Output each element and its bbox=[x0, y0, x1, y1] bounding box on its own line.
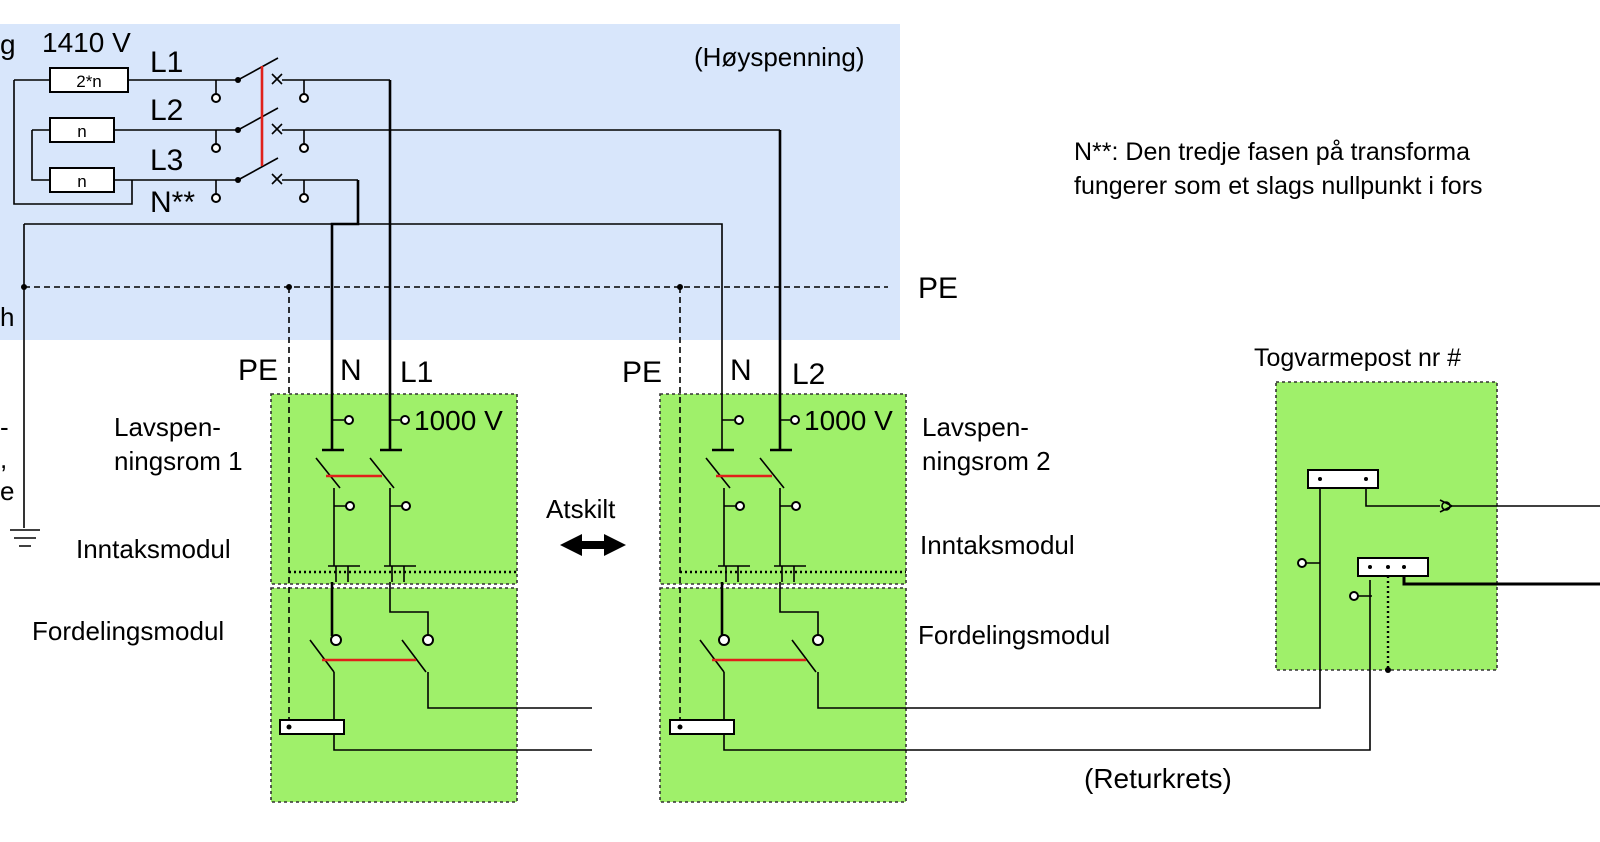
pe-bar-2 bbox=[669, 719, 735, 735]
train-heating-circuit bbox=[1297, 469, 1600, 673]
label-hv-voltage: 1410 V bbox=[42, 27, 131, 58]
label-left-e: e bbox=[0, 476, 14, 506]
label-l1-low: L1 bbox=[400, 356, 433, 389]
label-resistor-n-1: n bbox=[77, 122, 86, 141]
label-l2-low: L2 bbox=[792, 358, 825, 391]
label-phase-l1: L1 bbox=[150, 46, 183, 79]
label-resistor-n-2: n bbox=[77, 172, 86, 191]
note-line-2: fungerer som et slags nullpunkt i fors bbox=[1074, 172, 1483, 200]
label-room-2-line-2: ningsrom 2 bbox=[922, 446, 1051, 476]
label-top-left: g bbox=[0, 29, 16, 60]
room-1-circuit bbox=[279, 415, 592, 751]
label-pe-main: PE bbox=[918, 272, 958, 305]
label-1000v-2: 1000 V bbox=[804, 405, 893, 436]
label-train-heating-post: Togvarmepost nr # bbox=[1254, 344, 1461, 372]
resistor-2n bbox=[49, 67, 129, 93]
room-2-circuit bbox=[669, 415, 1371, 751]
label-intake-module-2: Inntaksmodul bbox=[920, 530, 1075, 560]
label-pe-1: PE bbox=[238, 354, 278, 387]
label-1000v-1: 1000 V bbox=[414, 405, 503, 436]
note-line-1: N**: Den tredje fasen på transforma bbox=[1074, 138, 1470, 166]
train-heating-post-box bbox=[1275, 381, 1498, 671]
label-distribution-module-1: Fordelingsmodul bbox=[32, 616, 224, 646]
hv-wiring bbox=[13, 57, 782, 528]
intake-module-2-box bbox=[659, 393, 907, 585]
distribution-module-1-box bbox=[270, 587, 518, 803]
label-n-star: N** bbox=[150, 186, 195, 219]
label-left-comma: , bbox=[0, 444, 7, 474]
label-distribution-module-2: Fordelingsmodul bbox=[918, 620, 1110, 650]
earth-symbol bbox=[10, 529, 40, 547]
label-high-voltage: (Høyspenning) bbox=[694, 42, 865, 72]
label-room-1-line-2: ningsrom 1 bbox=[114, 446, 243, 476]
heating-terminal-2 bbox=[1357, 557, 1429, 577]
heating-terminal-1 bbox=[1307, 469, 1379, 489]
label-resistor-2n: 2*n bbox=[76, 72, 102, 91]
label-n-1: N bbox=[340, 354, 362, 387]
label-pe-2: PE bbox=[622, 356, 662, 389]
label-room-2-line-1: Lavspen- bbox=[922, 412, 1029, 442]
label-separated: Atskilt bbox=[546, 494, 616, 524]
pe-line bbox=[21, 284, 888, 727]
intake-module-1-box bbox=[270, 393, 518, 585]
separation-arrow bbox=[560, 534, 626, 556]
label-room-1-line-1: Lavspen- bbox=[114, 412, 221, 442]
label-left-h: h bbox=[0, 302, 14, 332]
label-intake-module-1: Inntaksmodul bbox=[76, 534, 231, 564]
pe-bar-1 bbox=[279, 719, 345, 735]
label-phase-l2: L2 bbox=[150, 94, 183, 127]
distribution-module-2-box bbox=[659, 587, 907, 803]
label-phase-l3: L3 bbox=[150, 144, 183, 177]
label-n-2: N bbox=[730, 354, 752, 387]
label-return-circuit: (Returkrets) bbox=[1084, 763, 1232, 794]
label-left-dash: - bbox=[0, 412, 9, 442]
